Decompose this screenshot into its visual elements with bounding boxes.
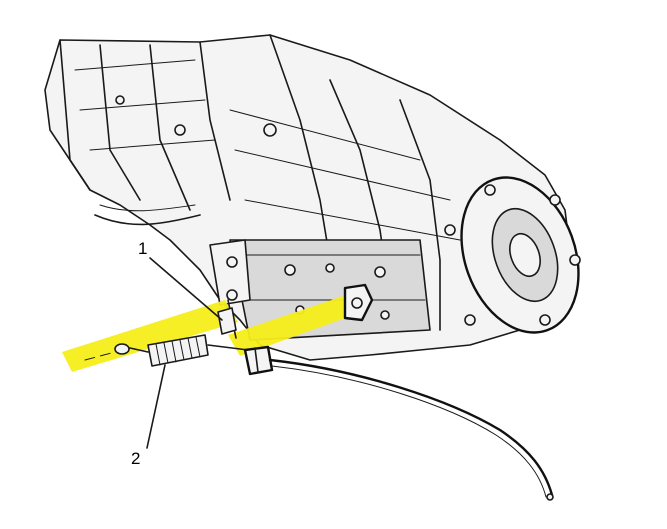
shift-lever-bracket bbox=[217, 283, 374, 339]
callout-2: 2 bbox=[131, 449, 141, 468]
transmission-housing bbox=[44, 34, 581, 361]
shift-cable bbox=[84, 334, 554, 501]
leader-line-1 bbox=[149, 257, 223, 321]
leader-line-2 bbox=[146, 364, 166, 449]
callout-1: 1 bbox=[138, 239, 148, 258]
highlight-band-upper bbox=[228, 292, 362, 356]
leader-lines bbox=[146, 257, 223, 449]
